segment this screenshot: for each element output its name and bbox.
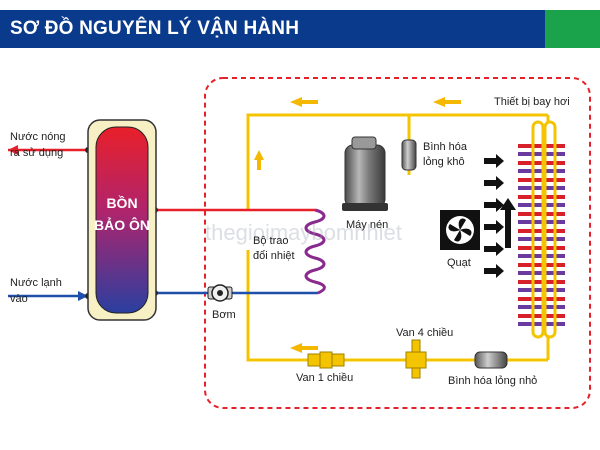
- cold-water-label-line1: Nước lạnh: [10, 277, 62, 289]
- exchanger-label-line1: Bộ trao: [253, 235, 288, 247]
- four-way-valve-icon: [405, 339, 427, 379]
- cold-water-label-line2: vào: [10, 293, 28, 305]
- pump-label: Bơm: [212, 309, 236, 321]
- four-way-valve-label: Van 4 chiều: [396, 327, 453, 339]
- cold-water-in-arrow: [78, 291, 88, 301]
- fan-label: Quạt: [447, 257, 471, 269]
- cold-water-pipe: [8, 291, 318, 298]
- outdoor-unit-boundary: [204, 77, 591, 409]
- watermark: thegioimaybomnhiet: [205, 220, 402, 245]
- tank-label-line1: BỒN: [106, 194, 137, 211]
- receiver-label: Bình hóa lỏng nhỏ: [448, 375, 537, 387]
- check-valve-label: Van 1 chiều: [296, 372, 353, 384]
- check-valve-icon: [307, 351, 345, 369]
- flow-arrows: [254, 97, 461, 353]
- evaporator-label: Thiết bị bay hơi: [494, 96, 570, 108]
- accumulator-label-line1: Bình hóa: [423, 141, 468, 153]
- airflow-up-arrow: [500, 198, 516, 248]
- compressor-label: Máy nén: [346, 219, 388, 231]
- header-accent: [545, 10, 600, 48]
- accumulator-icon: [401, 115, 417, 175]
- header: SƠ ĐỒ NGUYÊN LÝ VẬN HÀNH: [0, 0, 600, 52]
- tank-body: [95, 126, 149, 314]
- receiver-icon: [474, 351, 508, 369]
- header-bar: [0, 10, 545, 48]
- exchanger-label-line2: đổi nhiệt: [253, 250, 295, 262]
- page-title: SƠ ĐỒ NGUYÊN LÝ VẬN HÀNH: [10, 18, 300, 39]
- airflow-arrows: [484, 154, 504, 278]
- accumulator-label-line2: lỏng khô: [423, 156, 465, 168]
- tank-label-line2: BẢO ÔN: [94, 216, 150, 233]
- evaporator-icon: [518, 115, 565, 360]
- compressor-icon: [342, 136, 388, 211]
- hot-water-label-line2: ra sử dụng: [10, 147, 63, 159]
- hot-water-pipe: [8, 148, 315, 212]
- heat-exchanger-coil: [304, 208, 326, 295]
- fan-icon: [440, 210, 480, 250]
- pump-icon: [207, 284, 233, 302]
- hot-water-out-arrow: [8, 145, 18, 155]
- hot-water-label-line1: Nước nóng: [10, 131, 66, 143]
